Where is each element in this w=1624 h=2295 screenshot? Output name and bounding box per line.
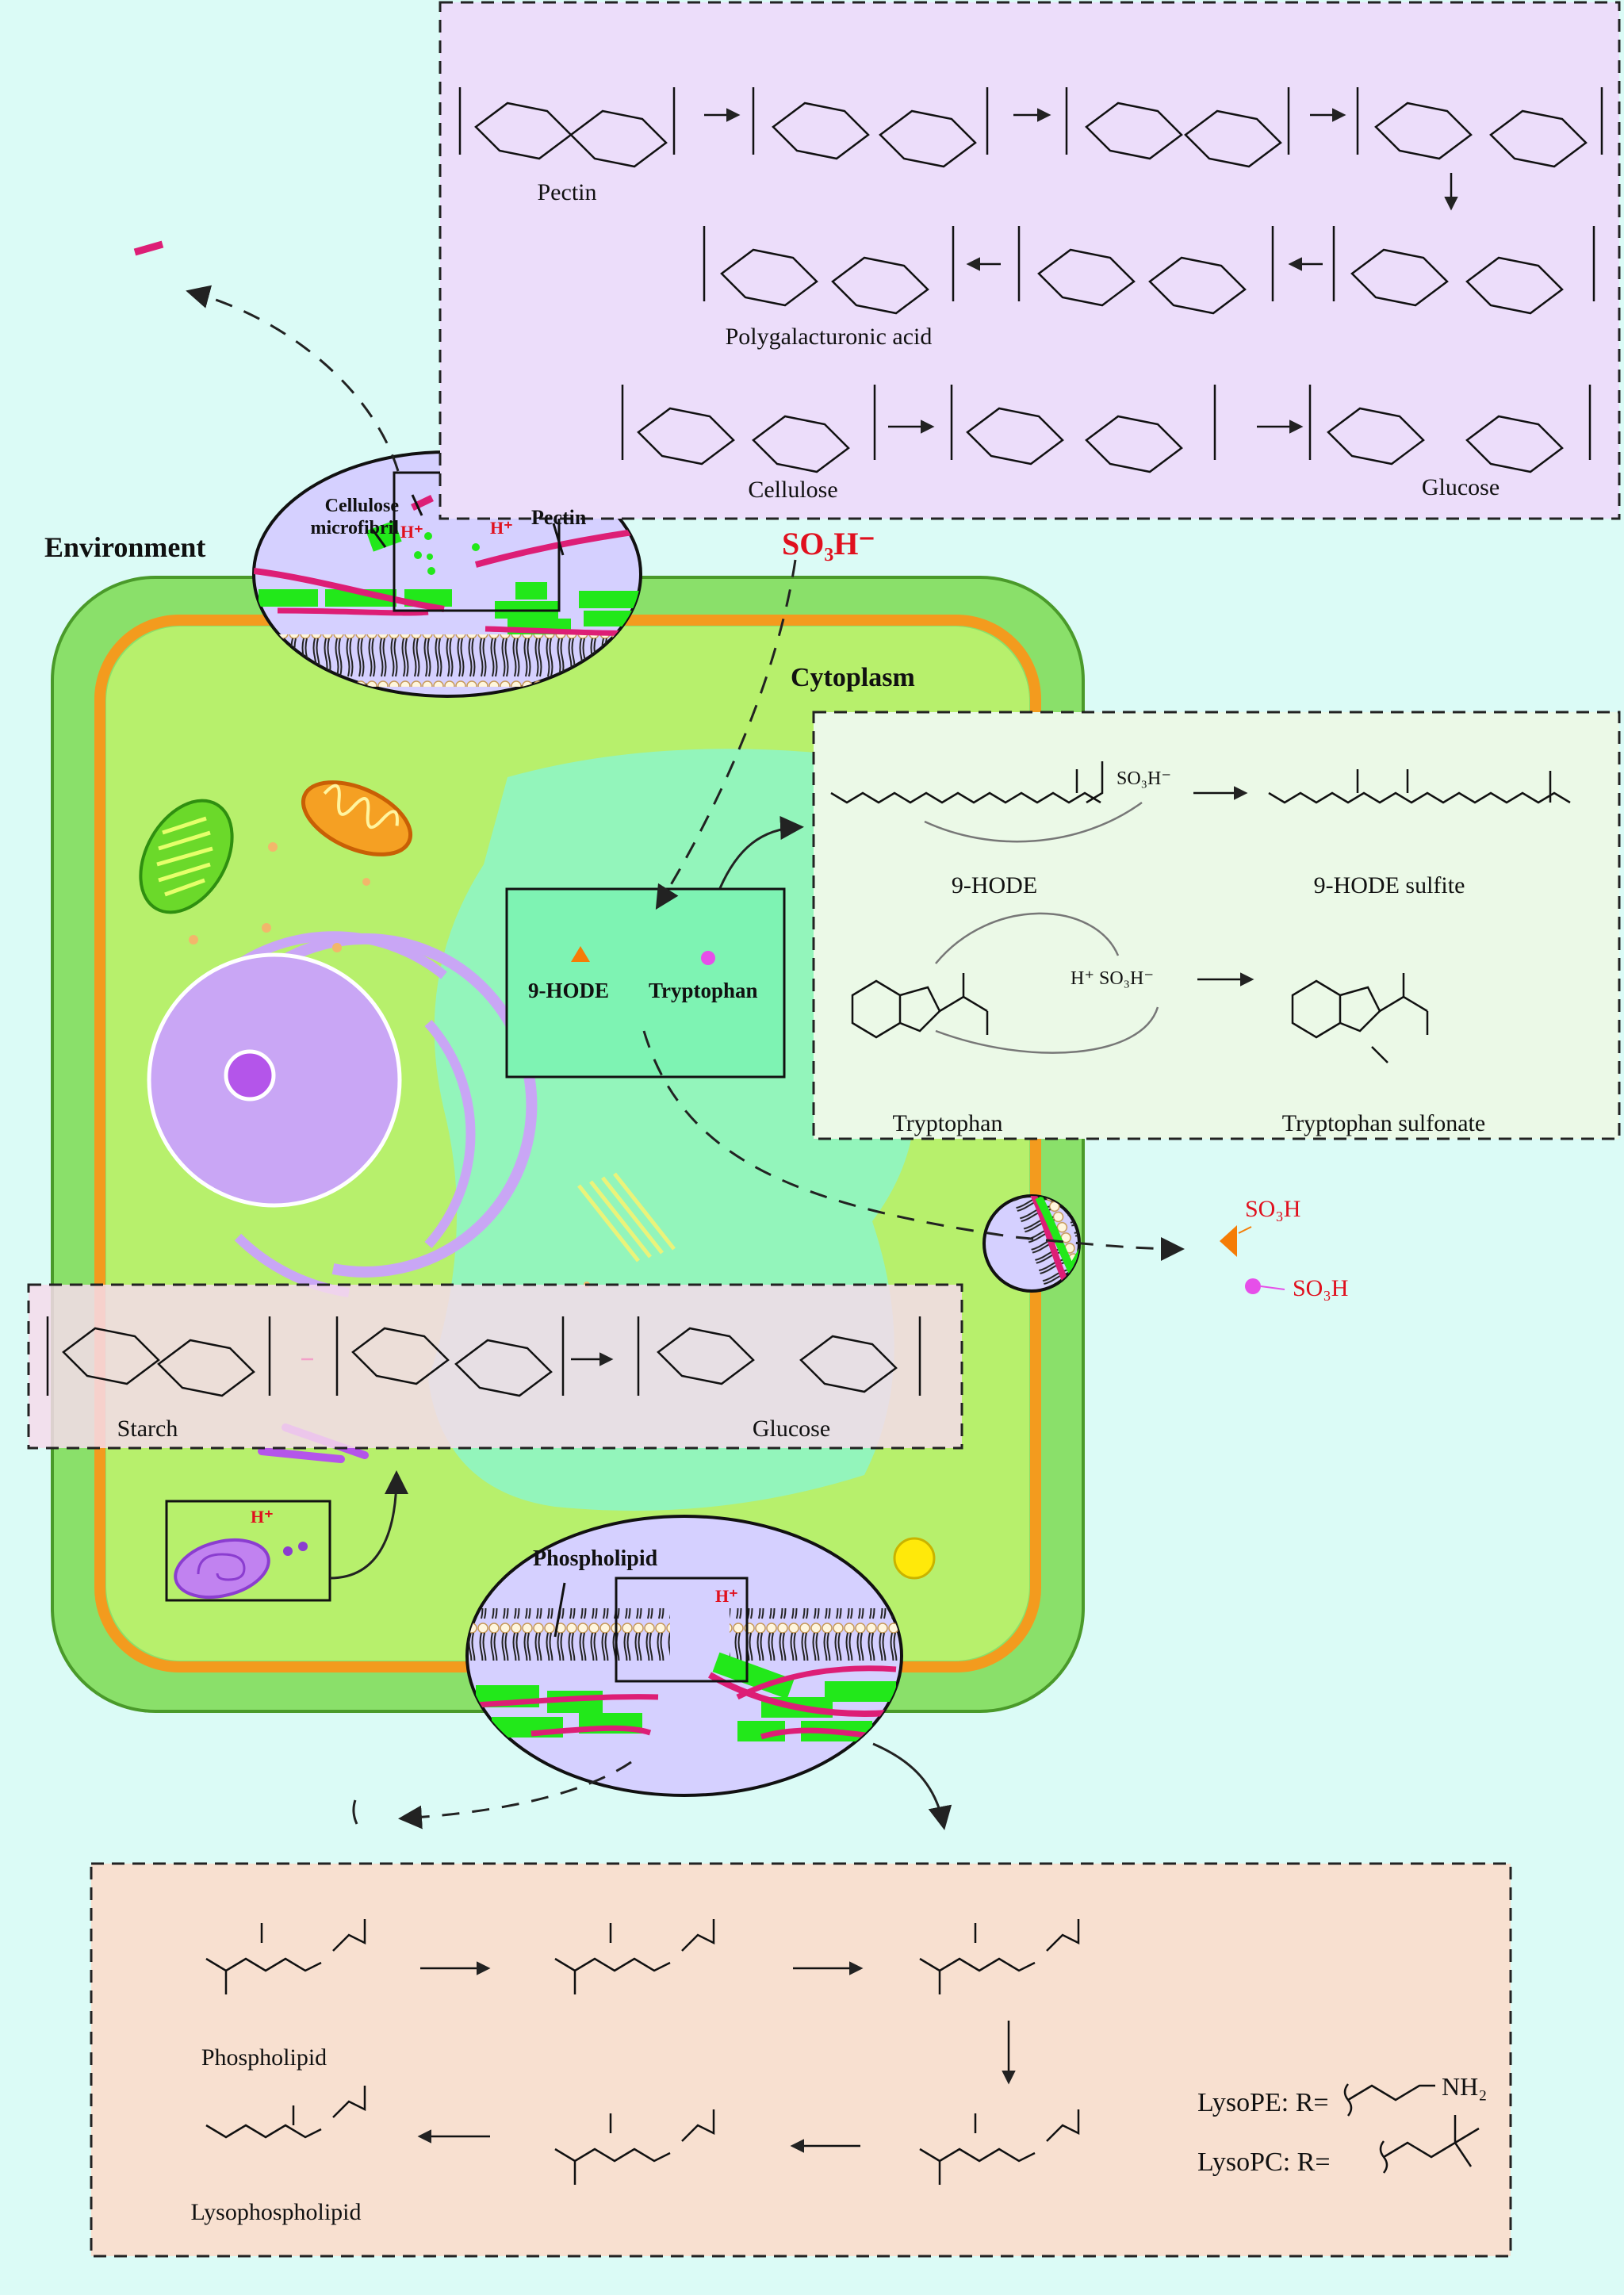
proton-label: H⁺ bbox=[715, 1586, 738, 1606]
metabolite-box bbox=[505, 816, 804, 1079]
starch-glucose-structure bbox=[637, 1316, 921, 1396]
proton-label: H⁺ bbox=[490, 518, 513, 538]
sulfite-ion-label: SO₃H⁻ bbox=[782, 526, 875, 561]
chloroplast bbox=[139, 799, 234, 914]
starch-intermediate bbox=[335, 1316, 565, 1397]
nucleolus bbox=[224, 1049, 276, 1102]
pectin-panel bbox=[439, 1, 1621, 520]
lysophospholipid-structure bbox=[205, 2086, 366, 2139]
lysosome-box bbox=[165, 1470, 408, 1602]
hode-sulfite-label: 9-HODE sulfite bbox=[1313, 872, 1465, 898]
proton-label: H⁺ bbox=[251, 1507, 274, 1527]
sulfite-reagent-1: SO₃H⁻ bbox=[1116, 768, 1172, 789]
phospholipid-intermediate-2 bbox=[919, 1919, 1080, 1994]
released-fragment bbox=[352, 1799, 358, 1825]
vesicle bbox=[268, 842, 278, 852]
released-hode-icon bbox=[1220, 1225, 1237, 1257]
pectin-zoom-label: Pectin bbox=[531, 506, 587, 529]
lysope-group-icon bbox=[1343, 2083, 1435, 2117]
phospholipid-intermediate-1 bbox=[554, 1919, 715, 1994]
cellulose-microfibril-label: Cellulose microfibril bbox=[310, 496, 399, 538]
polygalacturonic-acid-structure bbox=[703, 226, 955, 315]
lipid-droplet bbox=[893, 1537, 936, 1580]
sulfite-reagent-2: H⁺ SO₃H⁻ bbox=[1071, 968, 1155, 989]
pectin-label: Pectin bbox=[537, 179, 597, 205]
lipid-arrow bbox=[872, 1742, 952, 1830]
hode-sulfite-structure bbox=[1268, 769, 1571, 804]
pathways bbox=[186, 285, 1185, 1829]
hode-marker-icon bbox=[571, 946, 590, 962]
tryptophan-sulfonate-structure bbox=[1291, 973, 1429, 1063]
starch-label: Starch bbox=[117, 1416, 178, 1442]
phospholipid-panel bbox=[90, 1862, 1512, 2258]
sulfite-panel bbox=[812, 711, 1621, 1140]
released-tryptophan-icon bbox=[1245, 1278, 1261, 1294]
cellulose-structure bbox=[621, 385, 876, 473]
cytoplasm-label: Cytoplasm bbox=[791, 663, 915, 692]
lysopc-group-icon bbox=[1379, 2115, 1480, 2174]
pectin-structure bbox=[458, 87, 676, 168]
starch-glucose-label: Glucose bbox=[752, 1416, 831, 1442]
hode-structure bbox=[830, 761, 1104, 804]
tryptophan-marker-label: Tryptophan bbox=[649, 979, 758, 1002]
polygalacturonic-acid-label: Polygalacturonic acid bbox=[725, 324, 933, 350]
lysophospholipid-label: Lysophospholipid bbox=[190, 2199, 362, 2225]
released-trp-sulfite-label: SO₃H bbox=[1293, 1275, 1349, 1301]
lysopc-label: LysoPC: R= bbox=[1197, 2147, 1331, 2177]
phospholipid-intermediate-4 bbox=[554, 2109, 715, 2185]
tryptophan-structure bbox=[851, 973, 989, 1039]
vesicle bbox=[362, 878, 370, 886]
proton-label: H⁺ bbox=[400, 522, 423, 542]
cellulose-intermediate bbox=[950, 385, 1216, 473]
environment-label: Environment bbox=[44, 531, 206, 563]
pectin-intermediate-4 bbox=[1332, 226, 1595, 315]
phospholipid-structure bbox=[205, 1919, 366, 1994]
starch-structure bbox=[46, 1316, 271, 1397]
pectin-intermediate-1 bbox=[752, 87, 989, 168]
hode-marker-label: 9-HODE bbox=[528, 979, 610, 1002]
tryptophan-marker-icon bbox=[701, 951, 715, 965]
tryptophan-sulfonate-label: Tryptophan sulfonate bbox=[1281, 1110, 1486, 1136]
starch-panel bbox=[27, 1283, 963, 1450]
pectin-intermediate-5 bbox=[1017, 226, 1274, 315]
released-pectin bbox=[133, 240, 164, 256]
phospholipid-label: Phospholipid bbox=[201, 2044, 327, 2071]
golgi bbox=[577, 1172, 676, 1262]
glucose-structure bbox=[1308, 385, 1591, 473]
phospholipid-intermediate-3 bbox=[919, 2109, 1080, 2185]
pectin-intermediate-3 bbox=[1356, 87, 1603, 168]
lysope-label: LysoPE: R= bbox=[1197, 2088, 1329, 2117]
pectin-intermediate-2 bbox=[1065, 87, 1290, 168]
mitochondrion bbox=[301, 780, 413, 856]
tryptophan-label: Tryptophan bbox=[892, 1110, 1003, 1136]
phospholipid-zoom-label: Phospholipid bbox=[533, 1546, 658, 1571]
released-hode-sulfite-label: SO₃H bbox=[1245, 1196, 1301, 1222]
glucose-label: Glucose bbox=[1421, 474, 1500, 500]
nucleus bbox=[147, 923, 538, 1297]
hode-label: 9-HODE bbox=[951, 872, 1038, 898]
lysope-group-label: NH₂ bbox=[1442, 2072, 1488, 2101]
cellulose-label: Cellulose bbox=[748, 477, 838, 503]
